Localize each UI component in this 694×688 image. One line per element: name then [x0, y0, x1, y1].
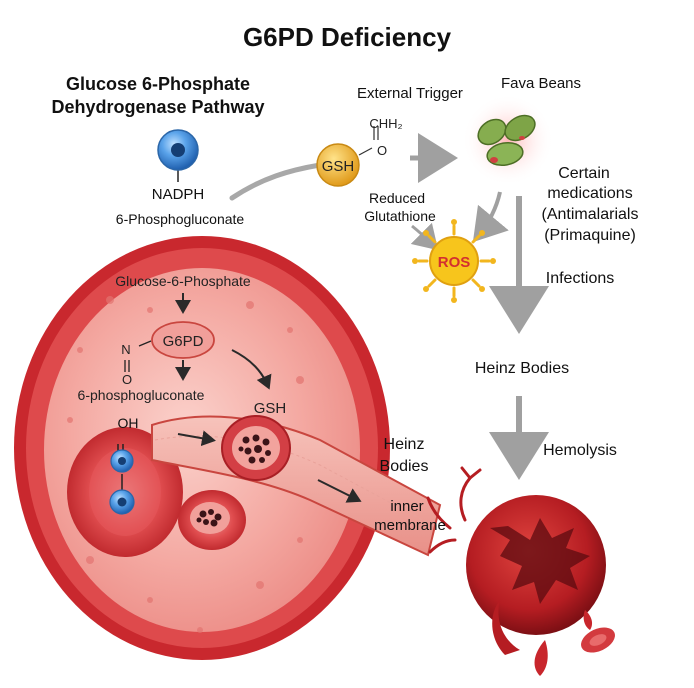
hemolysis-burst-cell	[426, 466, 615, 676]
medications-line4: (Primaquine)	[544, 227, 636, 244]
medications-line1: Certain	[558, 165, 610, 182]
cell-gsh-label: GSH	[254, 400, 287, 417]
o-label: O	[122, 372, 132, 387]
g6pd-node	[151, 321, 215, 359]
oh-label: OH	[118, 415, 139, 431]
rbc-with-heinz	[178, 490, 246, 550]
heinz-line2: Bodies	[380, 458, 429, 475]
inner-membrane-line1: inner	[390, 498, 423, 515]
n-label: N	[121, 342, 130, 357]
pathway-heading-line2: Dehydrogenase Pathway	[51, 97, 264, 117]
medications-line3: (Antimalarials	[542, 206, 639, 223]
heinz-line1: Heinz	[384, 436, 425, 453]
ros-icon	[412, 219, 496, 303]
reduced-glutathione-line2: Glutathione	[364, 208, 436, 224]
vessel-tube	[151, 415, 442, 557]
reduced-glutathione-line1: Reduced	[369, 190, 425, 206]
fava-beans-icon	[462, 94, 554, 186]
ros-label: ROS	[438, 254, 471, 271]
external-trigger-label: External Trigger	[357, 85, 463, 102]
hemolysis-label: Hemolysis	[543, 442, 617, 459]
infections-label: Infections	[546, 270, 614, 287]
heinz-bodies-label: Heinz Bodies	[475, 360, 569, 377]
gsh-formula-top: CHH₂	[369, 116, 402, 131]
n-to-g6pd-bond	[138, 340, 152, 347]
diagram-title: G6PD Deficiency	[243, 22, 452, 52]
vessel-cell-inclusions	[221, 415, 291, 481]
gsh-node-label: GSH	[322, 158, 355, 175]
nadph-label: NADPH	[152, 186, 205, 203]
medications-line2: medications	[547, 185, 632, 202]
nadph-node	[157, 129, 199, 182]
g6pd-label: G6PD	[163, 333, 204, 350]
glutathione-to-ros-arrow	[410, 222, 439, 251]
pathway-heading-line1: Glucose 6-Phosphate	[66, 74, 250, 94]
g6pd-to-gsh-arrow	[231, 349, 272, 390]
gsh-formula-o: O	[377, 143, 387, 158]
beans-to-ros-arrow	[472, 191, 509, 243]
glucose-6-phosphate-label: Glucose-6-Phosphate	[115, 273, 251, 289]
fava-beans-label: Fava Beans	[501, 75, 581, 92]
inner-membrane-line2: membrane	[374, 517, 446, 534]
phosphogluconate-lower-label: 6-phosphogluconate	[78, 387, 205, 403]
gsh-node	[316, 126, 379, 187]
pathway-to-gsh-arrow	[229, 162, 323, 201]
phosphogluconate-label: 6-Phosphogluconate	[116, 211, 245, 227]
